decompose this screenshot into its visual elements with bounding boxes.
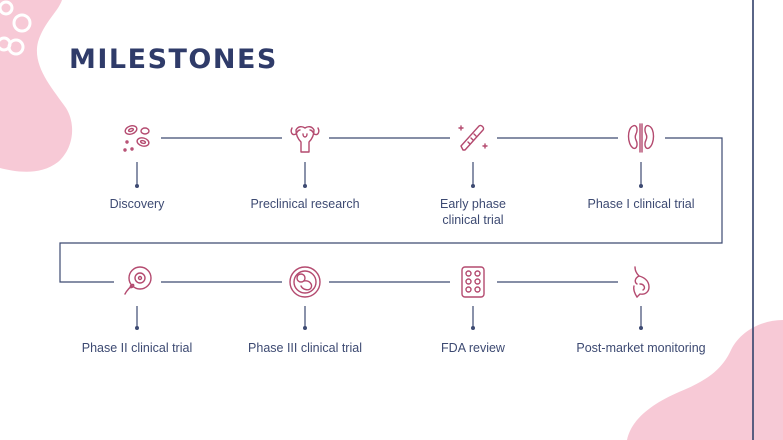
kidneys-icon [627, 123, 655, 153]
milestone-label: Phase II clinical trial [81, 341, 193, 355]
milestone-label: Early phase clinical trial [439, 197, 506, 227]
page-title: MILESTONES [69, 44, 278, 75]
pill-blister-icon [461, 266, 485, 298]
milestone-label: Post-market monitoring [576, 341, 706, 355]
decorative-blob-bottom-right [627, 320, 783, 440]
fetus-icon [289, 266, 321, 298]
right-border-rule [752, 0, 754, 440]
milestone-phase-iii-clinical-trial: Phase III clinical trial [225, 264, 385, 356]
milestone-preclinical-research: Preclinical research [225, 120, 385, 212]
decorative-blob-top-left [0, 0, 73, 172]
milestone-early-phase-clinical-trial: Early phase clinical trial [393, 120, 553, 228]
milestone-phase-ii-clinical-trial: Phase II clinical trial [57, 264, 217, 356]
milestone-label: FDA review [441, 341, 505, 355]
milestone-label: Phase III clinical trial [248, 341, 362, 355]
milestone-discovery: Discovery [57, 120, 217, 212]
cells-icon [123, 125, 150, 152]
milestone-fda-review: FDA review [393, 264, 553, 356]
milestone-label: Preclinical research [250, 197, 360, 211]
milestone-post-market-monitoring: Post-market monitoring [561, 264, 721, 356]
uterus-icon [290, 125, 320, 153]
milestone-label: Discovery [109, 197, 165, 211]
milestone-phase-i-clinical-trial: Phase I clinical trial [561, 120, 721, 212]
egg-sperm-icon [124, 266, 152, 295]
milestone-label: Phase I clinical trial [587, 197, 695, 211]
pregnant-icon [633, 266, 650, 298]
thermometer-icon [458, 124, 488, 151]
